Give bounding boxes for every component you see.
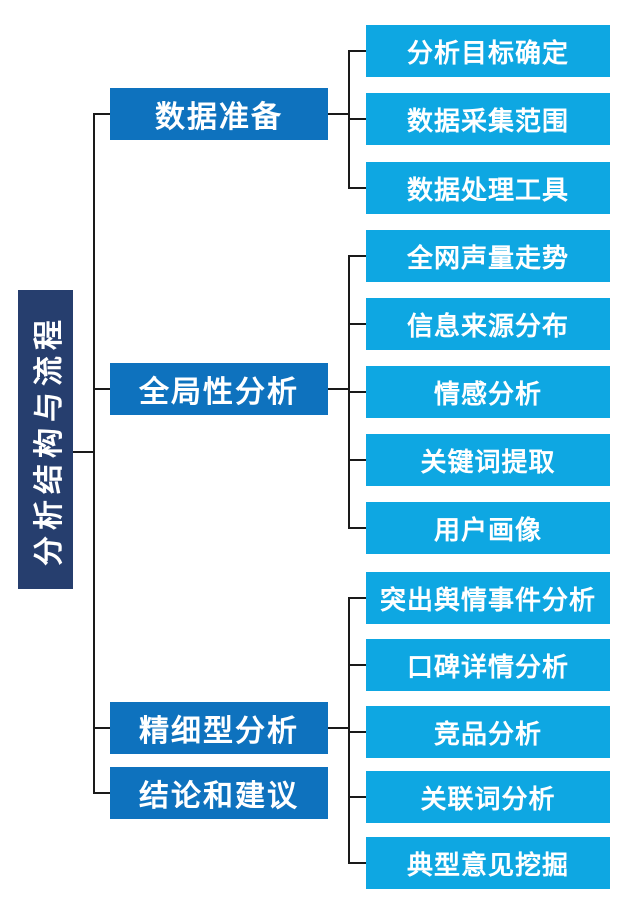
connector-leaf-stub-0-1 [348, 118, 366, 120]
connector-leaf-stub-0-2 [348, 187, 366, 189]
connector-root-stub [73, 451, 93, 453]
node-leaf-2-1: 口碑详情分析 [366, 639, 610, 691]
node-leaf-0-0: 分析目标确定 [366, 25, 610, 77]
node-leaf-2-2: 竞品分析 [366, 706, 610, 758]
connector-right-trunk-group-2 [348, 597, 350, 864]
connector-branch-out-stub-1 [328, 388, 350, 390]
node-leaf-2-3: 关联词分析 [366, 771, 610, 823]
connector-leaf-stub-0-0 [348, 50, 366, 52]
node-leaf-1-2: 情感分析 [366, 366, 610, 418]
node-leaf-1-0: 全网声量走势 [366, 230, 610, 282]
connector-branch-out-stub-2 [328, 727, 350, 729]
node-leaf-0-2: 数据处理工具 [366, 162, 610, 214]
node-branch-global-analysis: 全局性分析 [110, 363, 328, 415]
node-leaf-2-4: 典型意见挖掘 [366, 837, 610, 889]
connector-branch-out-stub-0 [328, 113, 350, 115]
connector-branch-stub-1 [93, 388, 110, 390]
connector-leaf-stub-2-4 [348, 862, 366, 864]
node-leaf-0-1: 数据采集范围 [366, 93, 610, 145]
connector-leaf-stub-1-1 [348, 323, 366, 325]
node-leaf-1-3: 关键词提取 [366, 434, 610, 486]
connector-leaf-stub-1-2 [348, 391, 366, 393]
connector-leaf-stub-2-2 [348, 731, 366, 733]
connector-leaf-stub-1-0 [348, 255, 366, 257]
connector-branch-stub-0 [93, 113, 110, 115]
node-leaf-2-0: 突出舆情事件分析 [366, 572, 610, 624]
node-root: 分析结构与流程 [18, 290, 73, 589]
connector-leaf-stub-2-0 [348, 597, 366, 599]
connector-leaf-stub-1-3 [348, 459, 366, 461]
node-leaf-1-1: 信息来源分布 [366, 298, 610, 350]
root-label: 分析结构与流程 [32, 313, 66, 566]
connector-left-trunk [93, 113, 95, 794]
connector-leaf-stub-1-4 [348, 527, 366, 529]
connector-branch-stub-2 [93, 727, 110, 729]
connector-branch-stub-3 [93, 792, 110, 794]
connector-leaf-stub-2-3 [348, 796, 366, 798]
connector-leaf-stub-2-1 [348, 664, 366, 666]
node-leaf-1-4: 用户画像 [366, 502, 610, 554]
node-branch-data-preparation: 数据准备 [110, 88, 328, 140]
node-branch-detailed-analysis: 精细型分析 [110, 702, 328, 754]
node-branch-conclusions: 结论和建议 [110, 767, 328, 819]
